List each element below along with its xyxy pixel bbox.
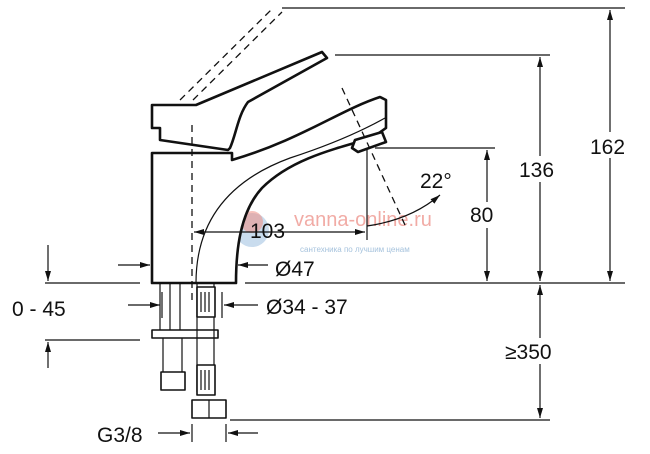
dim-103: 103 [194,220,365,243]
dim-350: ≥350 [504,285,566,418]
dim-162: 162 [590,10,632,281]
label-0-45: 0 - 45 [12,298,66,321]
dim-22deg: 22° [366,170,452,227]
label-80: 80 [470,204,493,227]
label-162: 162 [590,136,625,159]
dim-47: Ø47 [118,258,315,281]
watermark-tagline: сантехника по лучшим ценам [300,245,410,254]
watermark-site: vanna-online.ru [294,209,432,231]
dim-136: 136 [518,57,562,281]
dim-0-45: 0 - 45 [12,245,66,368]
label-350: ≥350 [505,341,552,364]
label-47: Ø47 [275,258,315,281]
extension-lines [45,7,625,421]
label-136: 136 [519,159,554,182]
dim-34-37: Ø34 - 37 [128,292,348,319]
dim-g38: G3/8 [97,424,258,447]
label-22deg: 22° [420,170,452,193]
faucet-outline [150,7,406,419]
label-34-37: Ø34 - 37 [266,296,348,319]
label-103: 103 [250,220,285,243]
label-g38: G3/8 [97,424,143,447]
dim-80: 80 [470,150,500,281]
